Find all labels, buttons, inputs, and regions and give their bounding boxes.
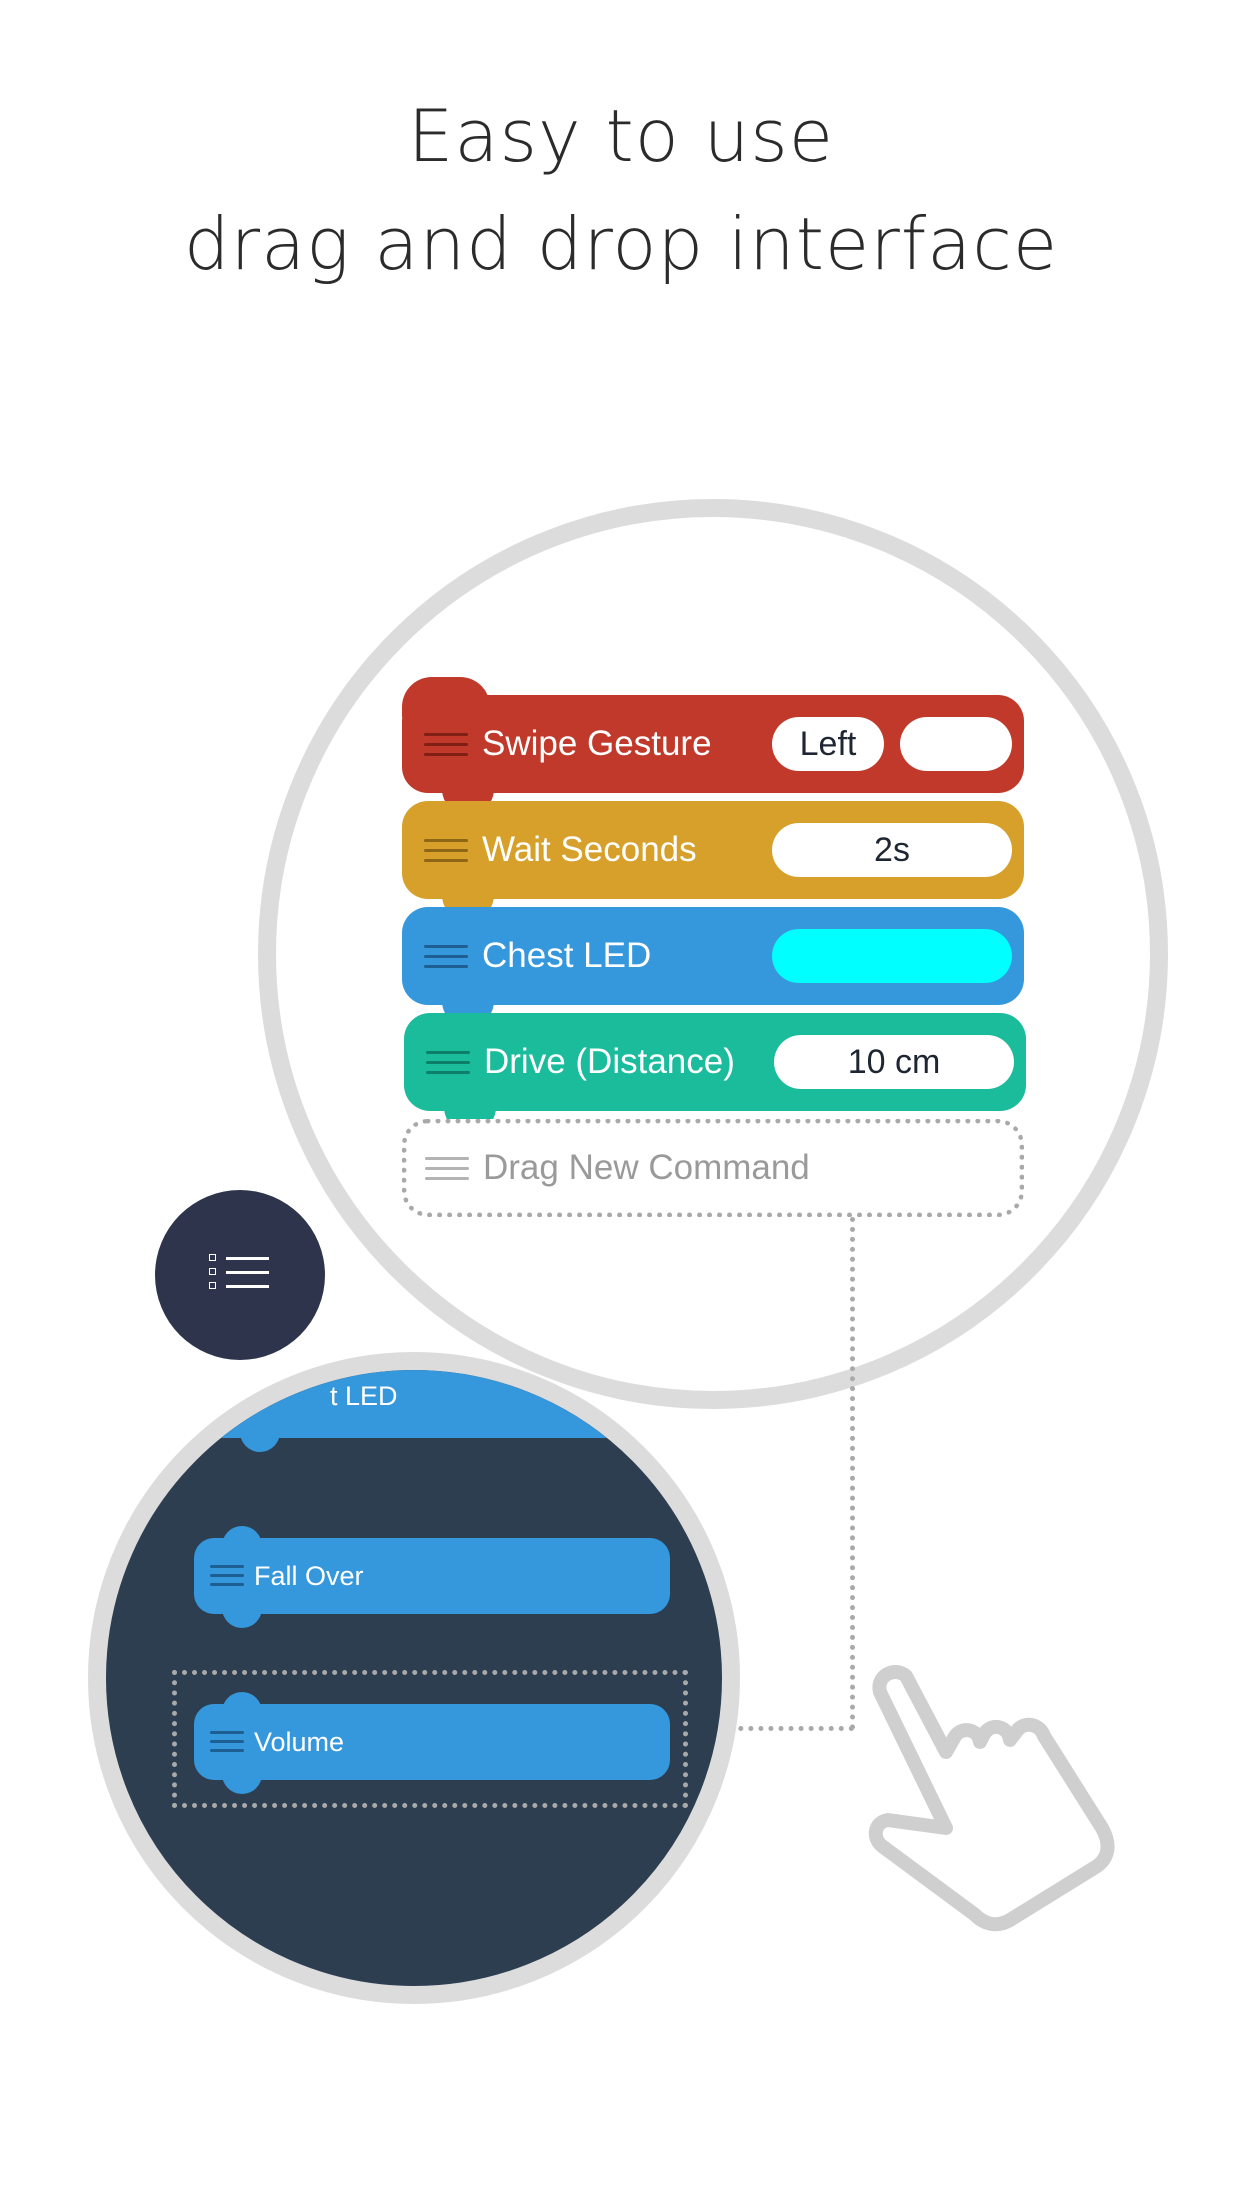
- volume-palette-item[interactable]: Volume: [194, 1692, 670, 1794]
- block-label: Chest LED: [482, 936, 652, 975]
- command-palette-circle: t LED Fall Over Volume: [88, 1352, 740, 2004]
- headline-line-2: drag and drop interface: [183, 202, 1059, 286]
- chest-led-block[interactable]: Chest LED: [402, 907, 1024, 1027]
- swipe-extra-value[interactable]: [900, 717, 1012, 771]
- selected-item-outline: [172, 1670, 688, 1808]
- commands-menu-button[interactable]: [155, 1190, 325, 1360]
- block-label: Swipe Gesture: [482, 724, 712, 763]
- swipe-direction-value[interactable]: Left: [772, 717, 884, 771]
- drag-path-horizontal: [668, 1726, 854, 1731]
- drive-distance-value[interactable]: 10 cm: [774, 1035, 1014, 1089]
- palette-item-label: Fall Over: [254, 1561, 364, 1591]
- block-label: Drive (Distance): [484, 1042, 735, 1081]
- drag-handle-icon[interactable]: [424, 839, 468, 863]
- drive-distance-block[interactable]: Drive (Distance) 10 cm: [404, 1013, 1026, 1133]
- drag-handle-icon[interactable]: [210, 1731, 244, 1755]
- palette-item-label: t LED: [330, 1381, 398, 1411]
- list-icon: [209, 1254, 271, 1294]
- drag-handle-icon[interactable]: [426, 1051, 470, 1075]
- drag-handle-icon[interactable]: [424, 733, 468, 757]
- chest-led-palette-item[interactable]: t LED: [180, 1370, 722, 1452]
- drag-handle-icon[interactable]: [424, 945, 468, 969]
- wait-seconds-block[interactable]: Wait Seconds 2s: [402, 801, 1024, 921]
- led-color-swatch[interactable]: [772, 929, 1012, 983]
- headline-line-1: Easy to use: [407, 94, 835, 178]
- block-label: Wait Seconds: [482, 830, 697, 869]
- drop-slot-label: Drag New Command: [483, 1148, 810, 1187]
- drag-handle-icon: [425, 1157, 469, 1181]
- drag-path-vertical: [850, 1217, 855, 1730]
- fall-over-palette-item[interactable]: Fall Over: [194, 1526, 670, 1628]
- drag-new-command-slot[interactable]: Drag New Command: [402, 1119, 1024, 1217]
- drag-handle-icon[interactable]: [210, 1565, 244, 1589]
- palette-item-label: Volume: [254, 1727, 345, 1757]
- pointing-hand-icon: [868, 1665, 1115, 1932]
- swipe-gesture-block[interactable]: Swipe Gesture Left: [402, 677, 1024, 815]
- wait-seconds-value[interactable]: 2s: [772, 823, 1012, 877]
